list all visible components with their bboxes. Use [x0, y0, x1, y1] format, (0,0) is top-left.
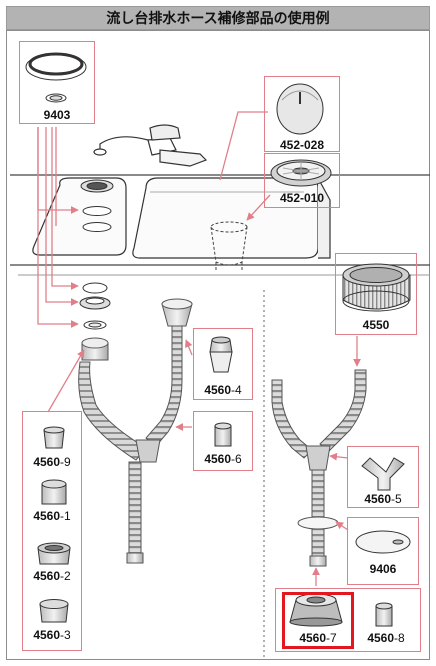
- part-452-010-strainer: [270, 159, 332, 187]
- box-4560-6: [193, 411, 253, 471]
- box-4560-4: [193, 328, 253, 400]
- part-4550-basket: [342, 263, 411, 312]
- part-4560-7: [289, 593, 343, 627]
- part-452-028-cap: [276, 83, 324, 135]
- label-452-010: 452-010: [279, 191, 325, 205]
- box-4560-left-series: [22, 411, 82, 651]
- label-4560-3: 4560-3: [33, 628, 71, 642]
- label-9406: 9406: [369, 562, 397, 576]
- box-452-028: [264, 76, 340, 152]
- box-4560-7-8: [275, 588, 421, 652]
- part-4560-3: [39, 599, 69, 623]
- part-9403-ring: [25, 52, 87, 103]
- label-4560-4: 4560-4: [204, 383, 242, 397]
- box-9403: [19, 41, 95, 124]
- leader-lines: [37, 111, 361, 586]
- box-452-010: [264, 153, 340, 208]
- label-4560-8: 4560-8: [367, 631, 405, 645]
- strainer: [80, 179, 114, 232]
- part-4560-2: [37, 542, 71, 565]
- box-9406: [347, 517, 419, 585]
- faucet: [93, 124, 208, 167]
- highlight-4560-7: [282, 592, 354, 649]
- label-4560-1: 4560-1: [33, 509, 71, 523]
- label-9403: 9403: [43, 108, 71, 122]
- part-4560-9: [43, 426, 65, 449]
- label-4560-2: 4560-2: [33, 569, 71, 583]
- part-4560-5: [361, 457, 405, 491]
- label-4560-5: 4560-5: [364, 492, 402, 506]
- page-title: 流し台排水ホース補修部品の使用例: [6, 6, 430, 30]
- box-4560-5: [347, 446, 419, 508]
- box-4550: [335, 253, 417, 335]
- part-9406-disk: [355, 530, 411, 554]
- basket-outline: [210, 221, 248, 270]
- label-4560-6: 4560-6: [204, 452, 242, 466]
- part-4560-1: [41, 479, 67, 505]
- right-hose-assembly: [271, 369, 367, 567]
- diagram-frame: [6, 30, 430, 660]
- label-4550: 4550: [362, 318, 390, 332]
- part-stack: [79, 282, 111, 330]
- label-452-028: 452-028: [279, 138, 325, 152]
- part-4560-6: [214, 422, 232, 447]
- label-4560-9: 4560-9: [33, 455, 71, 469]
- part-4560-4: [209, 336, 233, 373]
- left-hose-assembly: [78, 298, 193, 564]
- part-4560-8: [375, 602, 393, 627]
- label-4560-7: 4560-7: [299, 631, 337, 645]
